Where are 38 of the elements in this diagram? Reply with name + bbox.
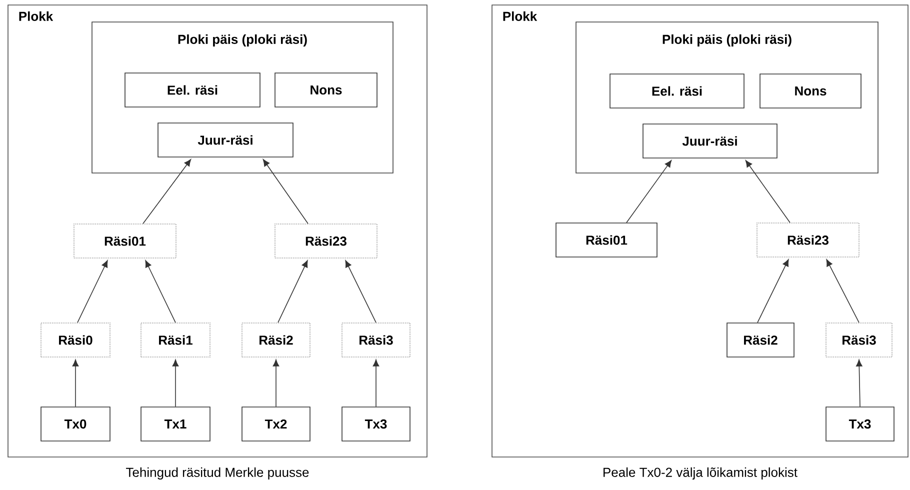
node-label: Tehingud räsitud Merkle puusse (126, 467, 309, 480)
hash-box: Räsi23 (756, 222, 860, 258)
transaction-box: Tx3 (826, 406, 894, 442)
arrow (626, 160, 672, 223)
field-box: Eel. räsi (610, 74, 744, 108)
hash-box: Räsi3 (826, 322, 892, 358)
transaction-box: Tx2 (242, 406, 310, 442)
hash-box: Räsi01 (74, 224, 176, 258)
transaction-box: Tx3 (342, 406, 410, 442)
field-box: Eel. räsi (124, 72, 260, 108)
arrow (345, 260, 376, 323)
field-box: Juur-räsi (158, 122, 294, 158)
hash-box: Räsi3 (342, 322, 410, 358)
arrow (278, 260, 308, 323)
arrow (856, 359, 862, 407)
field-box: Nons (274, 72, 378, 108)
hash-box: Räsi23 (274, 224, 378, 258)
arrow (77, 260, 108, 323)
transaction-box: Tx1 (140, 406, 210, 442)
arrow (826, 259, 860, 323)
arrow (142, 159, 192, 224)
field-box: Nons (760, 74, 862, 108)
arrow (172, 359, 179, 407)
hash-box: Räsi2 (726, 322, 794, 358)
arrow (72, 359, 79, 407)
hash-box: Räsi1 (140, 322, 210, 358)
arrow (272, 359, 280, 407)
arrow (745, 160, 790, 223)
hash-box: Räsi2 (242, 322, 310, 358)
field-box: Juur-räsi (642, 124, 778, 158)
arrow (757, 259, 789, 323)
node-label: Peale Tx0-2 välja lõikamist plokist (604, 467, 798, 480)
arrow (262, 159, 308, 224)
arrow (372, 359, 380, 407)
transaction-box: Tx0 (40, 406, 110, 442)
arrow (145, 260, 176, 323)
hash-box: Räsi01 (556, 222, 658, 258)
hash-box: Räsi0 (40, 322, 110, 358)
